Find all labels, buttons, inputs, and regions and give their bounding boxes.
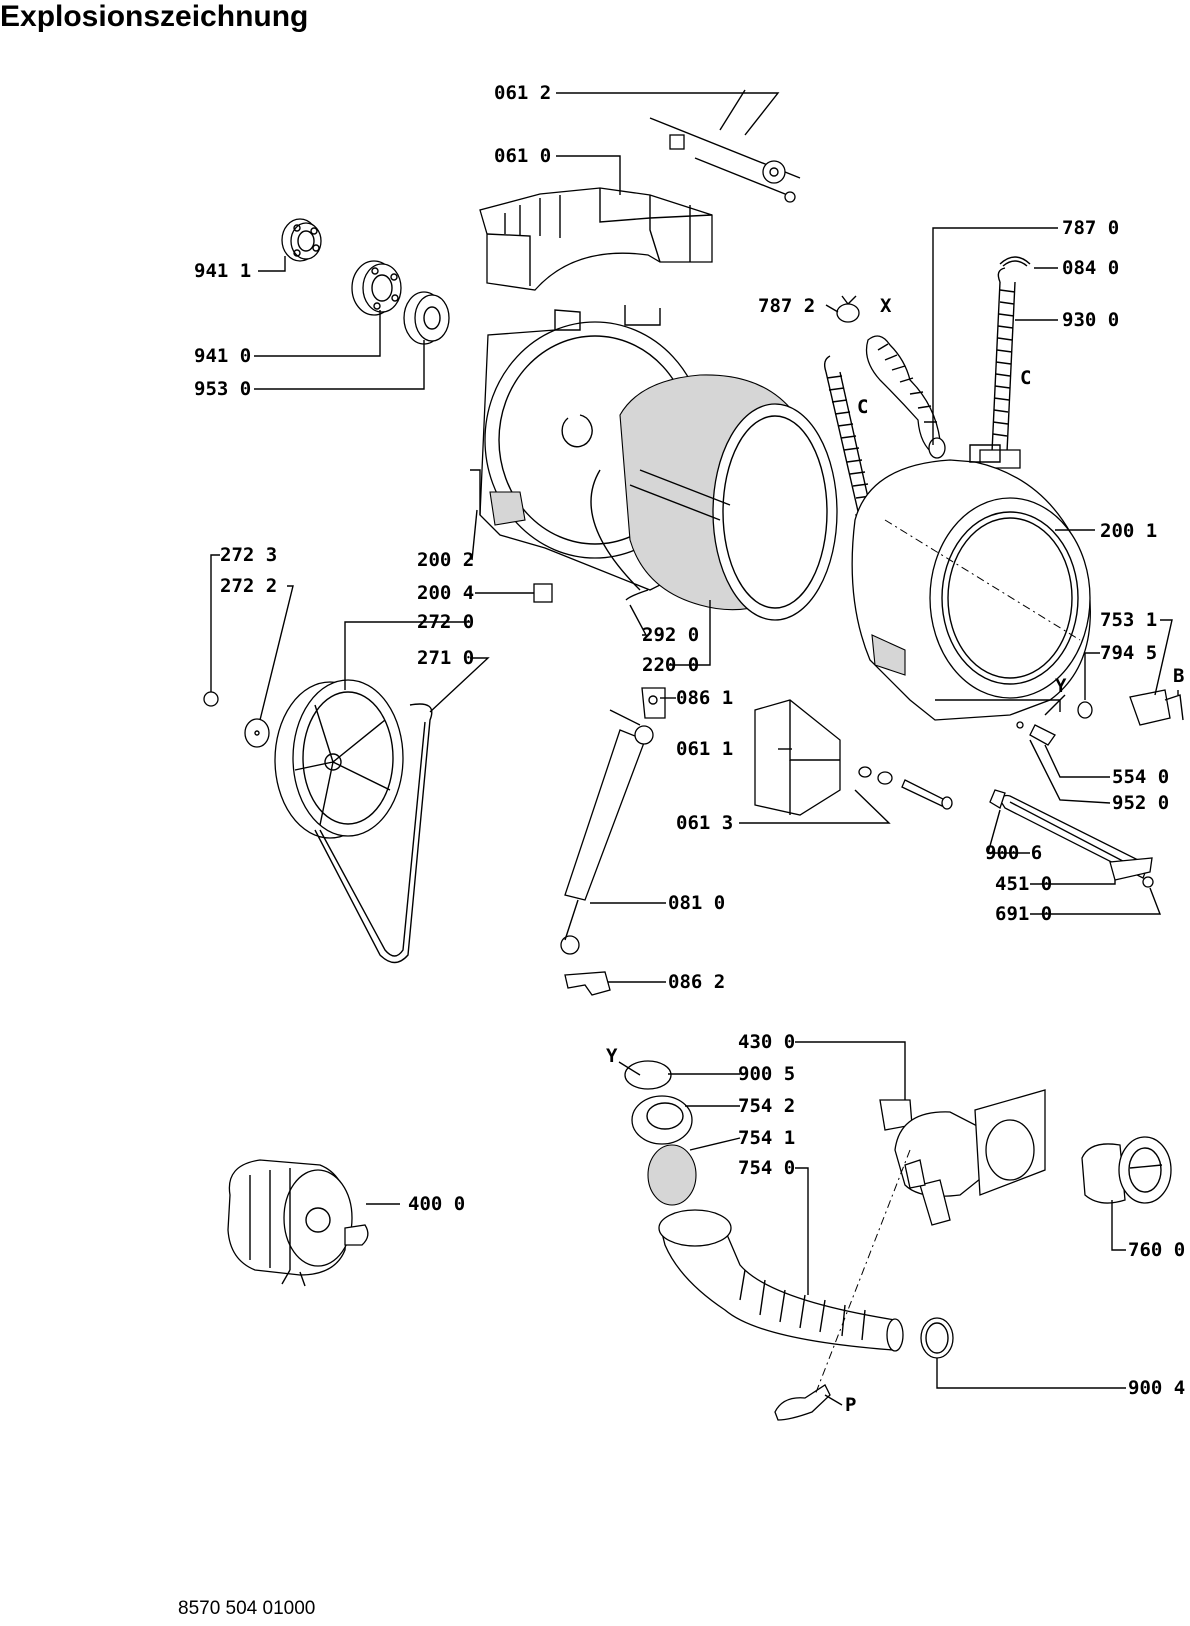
label-794-5: 794 5 bbox=[1100, 642, 1157, 664]
bearing-small bbox=[281, 218, 322, 262]
heating-element bbox=[989, 789, 1153, 881]
drain-pump bbox=[879, 1089, 1046, 1226]
label-061-0: 061 0 bbox=[494, 145, 551, 167]
tub-front bbox=[851, 444, 1091, 721]
label-930-0: 930 0 bbox=[1062, 309, 1119, 331]
shock-absorber bbox=[560, 709, 654, 955]
suspension-spring-right bbox=[979, 267, 1021, 469]
label-754-1: 754 1 bbox=[738, 1127, 795, 1149]
pump-filter bbox=[1081, 1136, 1172, 1204]
label-061-1: 061 1 bbox=[676, 738, 733, 760]
drum bbox=[590, 374, 838, 621]
part-794-5 bbox=[1077, 701, 1093, 719]
shock-holder-bottom bbox=[564, 971, 611, 996]
shaft-seal bbox=[403, 291, 450, 345]
label-787-2: 787 2 bbox=[758, 295, 815, 317]
label-086-1: 086 1 bbox=[676, 687, 733, 709]
sensor-thermostat bbox=[1129, 689, 1184, 726]
label-086-2: 086 2 bbox=[668, 971, 725, 993]
label-554-0: 554 0 bbox=[1112, 766, 1169, 788]
label-y-upper: Y bbox=[1055, 675, 1067, 697]
washer-hole bbox=[254, 730, 260, 736]
shock-holder-top bbox=[641, 687, 666, 719]
label-x: X bbox=[880, 295, 892, 317]
p-hose bbox=[774, 1384, 831, 1421]
hose-clamp bbox=[920, 1317, 954, 1359]
washer bbox=[244, 718, 270, 748]
label-081-0: 081 0 bbox=[668, 892, 725, 914]
label-084-0: 084 0 bbox=[1062, 257, 1119, 279]
leader-lines bbox=[210, 92, 1179, 1406]
label-754-0: 754 0 bbox=[738, 1157, 795, 1179]
belt bbox=[314, 703, 433, 964]
label-400-0: 400 0 bbox=[408, 1193, 465, 1215]
label-952-0: 952 0 bbox=[1112, 792, 1169, 814]
valve-ball bbox=[647, 1144, 697, 1206]
bearing-large bbox=[351, 260, 402, 316]
page-title: Explosionszeichnung bbox=[0, 0, 309, 33]
label-430-0: 430 0 bbox=[738, 1031, 795, 1053]
hose-clamp-top bbox=[836, 295, 860, 323]
part-labels: 061 2 061 0 941 1 941 0 953 0 787 0 084 … bbox=[194, 82, 1185, 1416]
label-220-0: 220 0 bbox=[642, 654, 699, 676]
assembly-axis bbox=[814, 1149, 911, 1396]
label-292-0: 292 0 bbox=[642, 624, 699, 646]
label-200-2: 200 2 bbox=[417, 549, 474, 571]
label-c-right: C bbox=[1020, 367, 1031, 389]
label-y-lower: Y bbox=[606, 1045, 618, 1067]
label-200-1: 200 1 bbox=[1100, 520, 1157, 542]
label-200-4: 200 4 bbox=[417, 582, 474, 604]
nut bbox=[203, 691, 219, 707]
label-753-1: 753 1 bbox=[1100, 609, 1157, 631]
pump-hose-clamp bbox=[624, 1060, 672, 1090]
label-760-0: 760 0 bbox=[1128, 1239, 1185, 1261]
label-691-0: 691 0 bbox=[995, 903, 1052, 925]
label-953-0: 953 0 bbox=[194, 378, 251, 400]
valve-seat bbox=[631, 1095, 693, 1145]
label-272-3: 272 3 bbox=[220, 544, 277, 566]
label-271-0: 271 0 bbox=[417, 647, 474, 669]
label-941-0: 941 0 bbox=[194, 345, 251, 367]
tub-clip-200-4 bbox=[533, 583, 553, 603]
front-counterweight bbox=[754, 699, 841, 816]
label-c-left: C bbox=[857, 396, 868, 418]
label-900-4: 900 4 bbox=[1128, 1377, 1185, 1399]
pulley bbox=[274, 679, 404, 839]
label-941-1: 941 1 bbox=[194, 260, 251, 282]
tub-seal bbox=[625, 589, 649, 601]
ntc-sensor bbox=[1016, 721, 1056, 746]
label-061-2: 061 2 bbox=[494, 82, 551, 104]
label-p: P bbox=[845, 1394, 856, 1416]
sealing-strip-kit bbox=[649, 89, 801, 203]
label-272-0: 272 0 bbox=[417, 611, 474, 633]
motor bbox=[227, 1159, 369, 1287]
bolt-kit bbox=[858, 766, 953, 810]
drain-bellow bbox=[658, 1209, 904, 1352]
label-061-3: 061 3 bbox=[676, 812, 733, 834]
label-787-0: 787 0 bbox=[1062, 217, 1119, 239]
label-754-2: 754 2 bbox=[738, 1095, 795, 1117]
label-272-2: 272 2 bbox=[220, 575, 277, 597]
label-b: B bbox=[1173, 665, 1184, 687]
label-900-6: 900 6 bbox=[985, 842, 1042, 864]
document-number: 8570 504 01000 bbox=[178, 1598, 316, 1619]
heater-nut bbox=[1142, 876, 1154, 888]
tub-counterweight bbox=[479, 187, 713, 291]
label-451-0: 451 0 bbox=[995, 873, 1052, 895]
label-900-5: 900 5 bbox=[738, 1063, 795, 1085]
belt-inner bbox=[319, 721, 426, 957]
hose-clamp-084 bbox=[999, 256, 1031, 267]
